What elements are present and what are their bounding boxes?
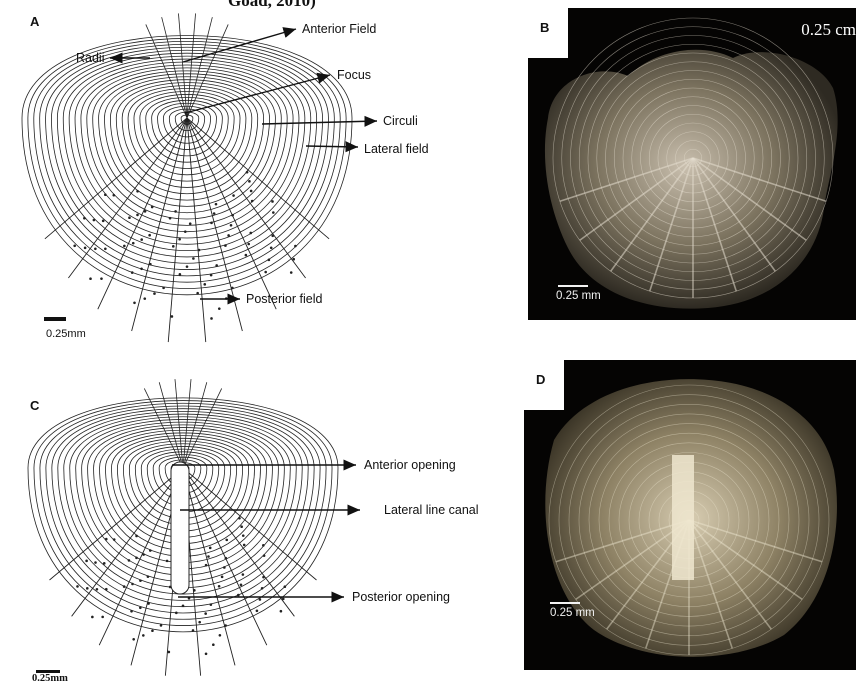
label-anterior-opening: Anterior opening <box>364 458 456 472</box>
panel-d-photo: D 0.25 mm <box>524 360 856 670</box>
panel-d-scale-label: 0.25 mm <box>550 607 595 619</box>
scale-d-image <box>524 360 856 670</box>
label-lateral-line-canal: Lateral line canal <box>384 503 479 517</box>
panel-d-scale-bar <box>550 602 580 604</box>
label-posterior-opening: Posterior opening <box>352 590 450 604</box>
panel-d-letter: D <box>524 360 564 410</box>
